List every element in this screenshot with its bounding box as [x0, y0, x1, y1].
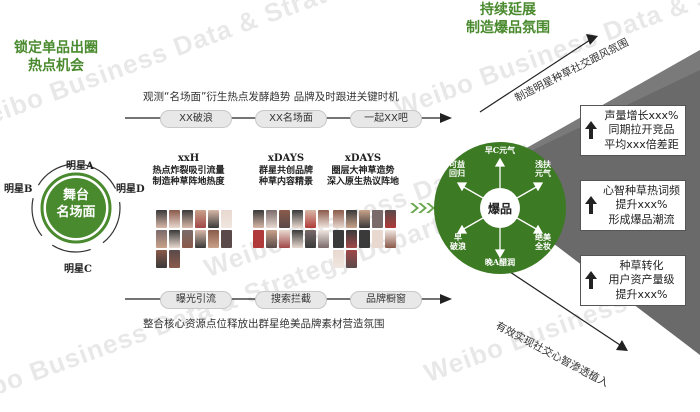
star-orbit: [31, 163, 121, 253]
metric-box-volume-line1: 声量增长xxx%: [604, 109, 679, 122]
thumbnail-image: [221, 230, 232, 248]
stage-label: 舞台 名场面: [56, 188, 96, 220]
thumbnail-image: [305, 210, 316, 228]
pill-xx-breakwave: XX破浪: [160, 110, 232, 128]
thumbnail-image: [253, 210, 264, 228]
hub-label-upper-left: 可益 回归: [449, 159, 465, 179]
thumbnail-image: [346, 230, 357, 248]
up-arrow-icon: [585, 196, 597, 215]
column-3-title: xDAYS: [344, 153, 382, 164]
metric-box-mindshare-line2: 提升xxx%: [615, 198, 668, 212]
thumbnail-image: [253, 230, 264, 248]
metric-box-conversion-line2: 用户资产量级: [608, 273, 675, 287]
bottom-caption: 整合核心资源点位释放出群星绝美品牌素材营造氛围: [143, 318, 385, 330]
column-2-title: xDAYS: [267, 153, 305, 164]
thumbnail-image: [195, 210, 206, 228]
star-d-label: 明星D: [116, 184, 145, 195]
hub-center-label: 爆品: [487, 202, 512, 216]
thumbnail-image: [292, 210, 303, 228]
thumbnail-image: [156, 230, 167, 248]
thumbnail-image: [346, 250, 357, 268]
hub-label-top: 早C元气: [484, 145, 516, 155]
metric-box-conversion-line1: 种草转化: [619, 259, 664, 272]
thumbnail-image: [156, 250, 167, 268]
top-timeline-arrow: [440, 113, 452, 123]
right-title: 持续延展 制造爆品氛围: [466, 2, 550, 36]
thumbnail-image: [169, 230, 180, 248]
thumbnail-image: [359, 230, 370, 248]
metric-box-volume-line2: 同期拉开竞品: [608, 123, 675, 137]
thumbnails-column-2: [253, 210, 329, 248]
star-c-label: 明星C: [64, 264, 92, 275]
thumbnails-column-3: [333, 210, 407, 268]
thumbnail-image: [279, 230, 290, 248]
thumbnail-image: [266, 230, 277, 248]
metric-box-mindshare-line1: 心智种草热词频: [603, 184, 680, 197]
thumbnail-image: [279, 210, 290, 228]
thumbnail-image: [385, 210, 396, 228]
star-a-label: 明星A: [66, 161, 94, 172]
metric-box-mindshare: 心智种草热词频 提升xxx% 形成爆品潮流: [580, 180, 686, 231]
thumbnail-image: [333, 250, 344, 268]
hub-label-lower-left: 早 破浪: [450, 232, 466, 252]
thumbnail-image: [372, 230, 383, 248]
chevrons-icon: [410, 203, 435, 213]
thumbnail-image: [359, 210, 370, 228]
top-caption: 观测“名场面”衍生热点发酵趋势 品牌及时跟进关键时机: [143, 91, 399, 103]
thumbnails-column-1: [156, 210, 244, 268]
pill-exposure: 曝光引流: [160, 291, 232, 309]
thumbnail-image: [182, 230, 193, 248]
column-1-header: xxH 热点炸裂吸引流量 制造种草阵地热度: [146, 153, 231, 188]
hub-core: [480, 188, 520, 228]
column-1-desc: 热点炸裂吸引流量 制造种草阵地热度: [152, 165, 225, 187]
diag-top-line: [479, 39, 591, 113]
thumbnail-image: [208, 210, 219, 228]
thumbnail-image: [333, 210, 344, 228]
thumbnail-image: [195, 230, 206, 248]
hub-label-bottom: 晚A醋润: [484, 257, 516, 267]
thumbnail-image: [318, 210, 329, 228]
thumbnail-image: [372, 210, 383, 228]
metric-box-mindshare-line3: 形成爆品潮流: [608, 212, 675, 226]
thumbnail-image: [333, 230, 344, 248]
thumbnail-image: [305, 230, 316, 248]
metric-box-volume-line3: 平均xxx倍差距: [604, 137, 679, 151]
pill-showcase: 品牌橱窗: [350, 291, 422, 309]
thumbnail-image: [221, 210, 232, 228]
hub-spokes: [456, 157, 544, 259]
hub-label-lower-right: 绝美 全妆: [535, 232, 551, 252]
column-3-header: xDAYS 圈层大神草造势 深入原生热议阵地: [318, 153, 408, 188]
diag-top-arrow: [586, 34, 598, 45]
bottom-timeline-arrow: [440, 294, 452, 304]
thumbnail-image: [292, 230, 303, 248]
hub-label-upper-right: 浅扶 元气: [535, 159, 551, 179]
stage-circle: [46, 178, 106, 238]
thumbnail-image: [156, 210, 167, 228]
thumbnail-image: [385, 230, 396, 248]
column-2-header: xDAYS 群星共创品牌 种草内容精景: [247, 153, 325, 188]
thumbnail-image: [318, 230, 329, 248]
thumbnail-image: [182, 210, 193, 228]
pill-xx-scene: XX名场面: [255, 110, 327, 128]
left-title: 锁定单品出圈 热点机会: [14, 40, 98, 74]
metric-box-conversion: 种草转化 用户资产量级 提升xxx%: [580, 255, 686, 306]
thumbnail-image: [169, 250, 180, 268]
thumbnail-image: [266, 210, 277, 228]
pill-together: 一起XX吧: [350, 110, 422, 128]
thumbnail-image: [346, 210, 357, 228]
metric-box-conversion-line3: 提升xxx%: [615, 287, 668, 301]
thumbnail-image: [208, 230, 219, 248]
up-arrow-icon: [585, 121, 597, 140]
column-3-desc: 圈层大神草造势 深入原生热议阵地: [326, 165, 399, 187]
thumbnail-image: [169, 210, 180, 228]
column-2-desc: 群星共创品牌 种草内容精景: [258, 165, 313, 187]
pill-search: 搜索拦截: [255, 291, 327, 309]
column-1-title: xxH: [177, 153, 200, 164]
diag-bottom-arrow: [616, 340, 628, 351]
up-arrow-icon: [585, 271, 597, 290]
star-b-label: 明星B: [4, 184, 33, 195]
metric-box-volume: 声量增长xxx% 同期拉开竞品 平均xxx倍差距: [580, 105, 686, 156]
